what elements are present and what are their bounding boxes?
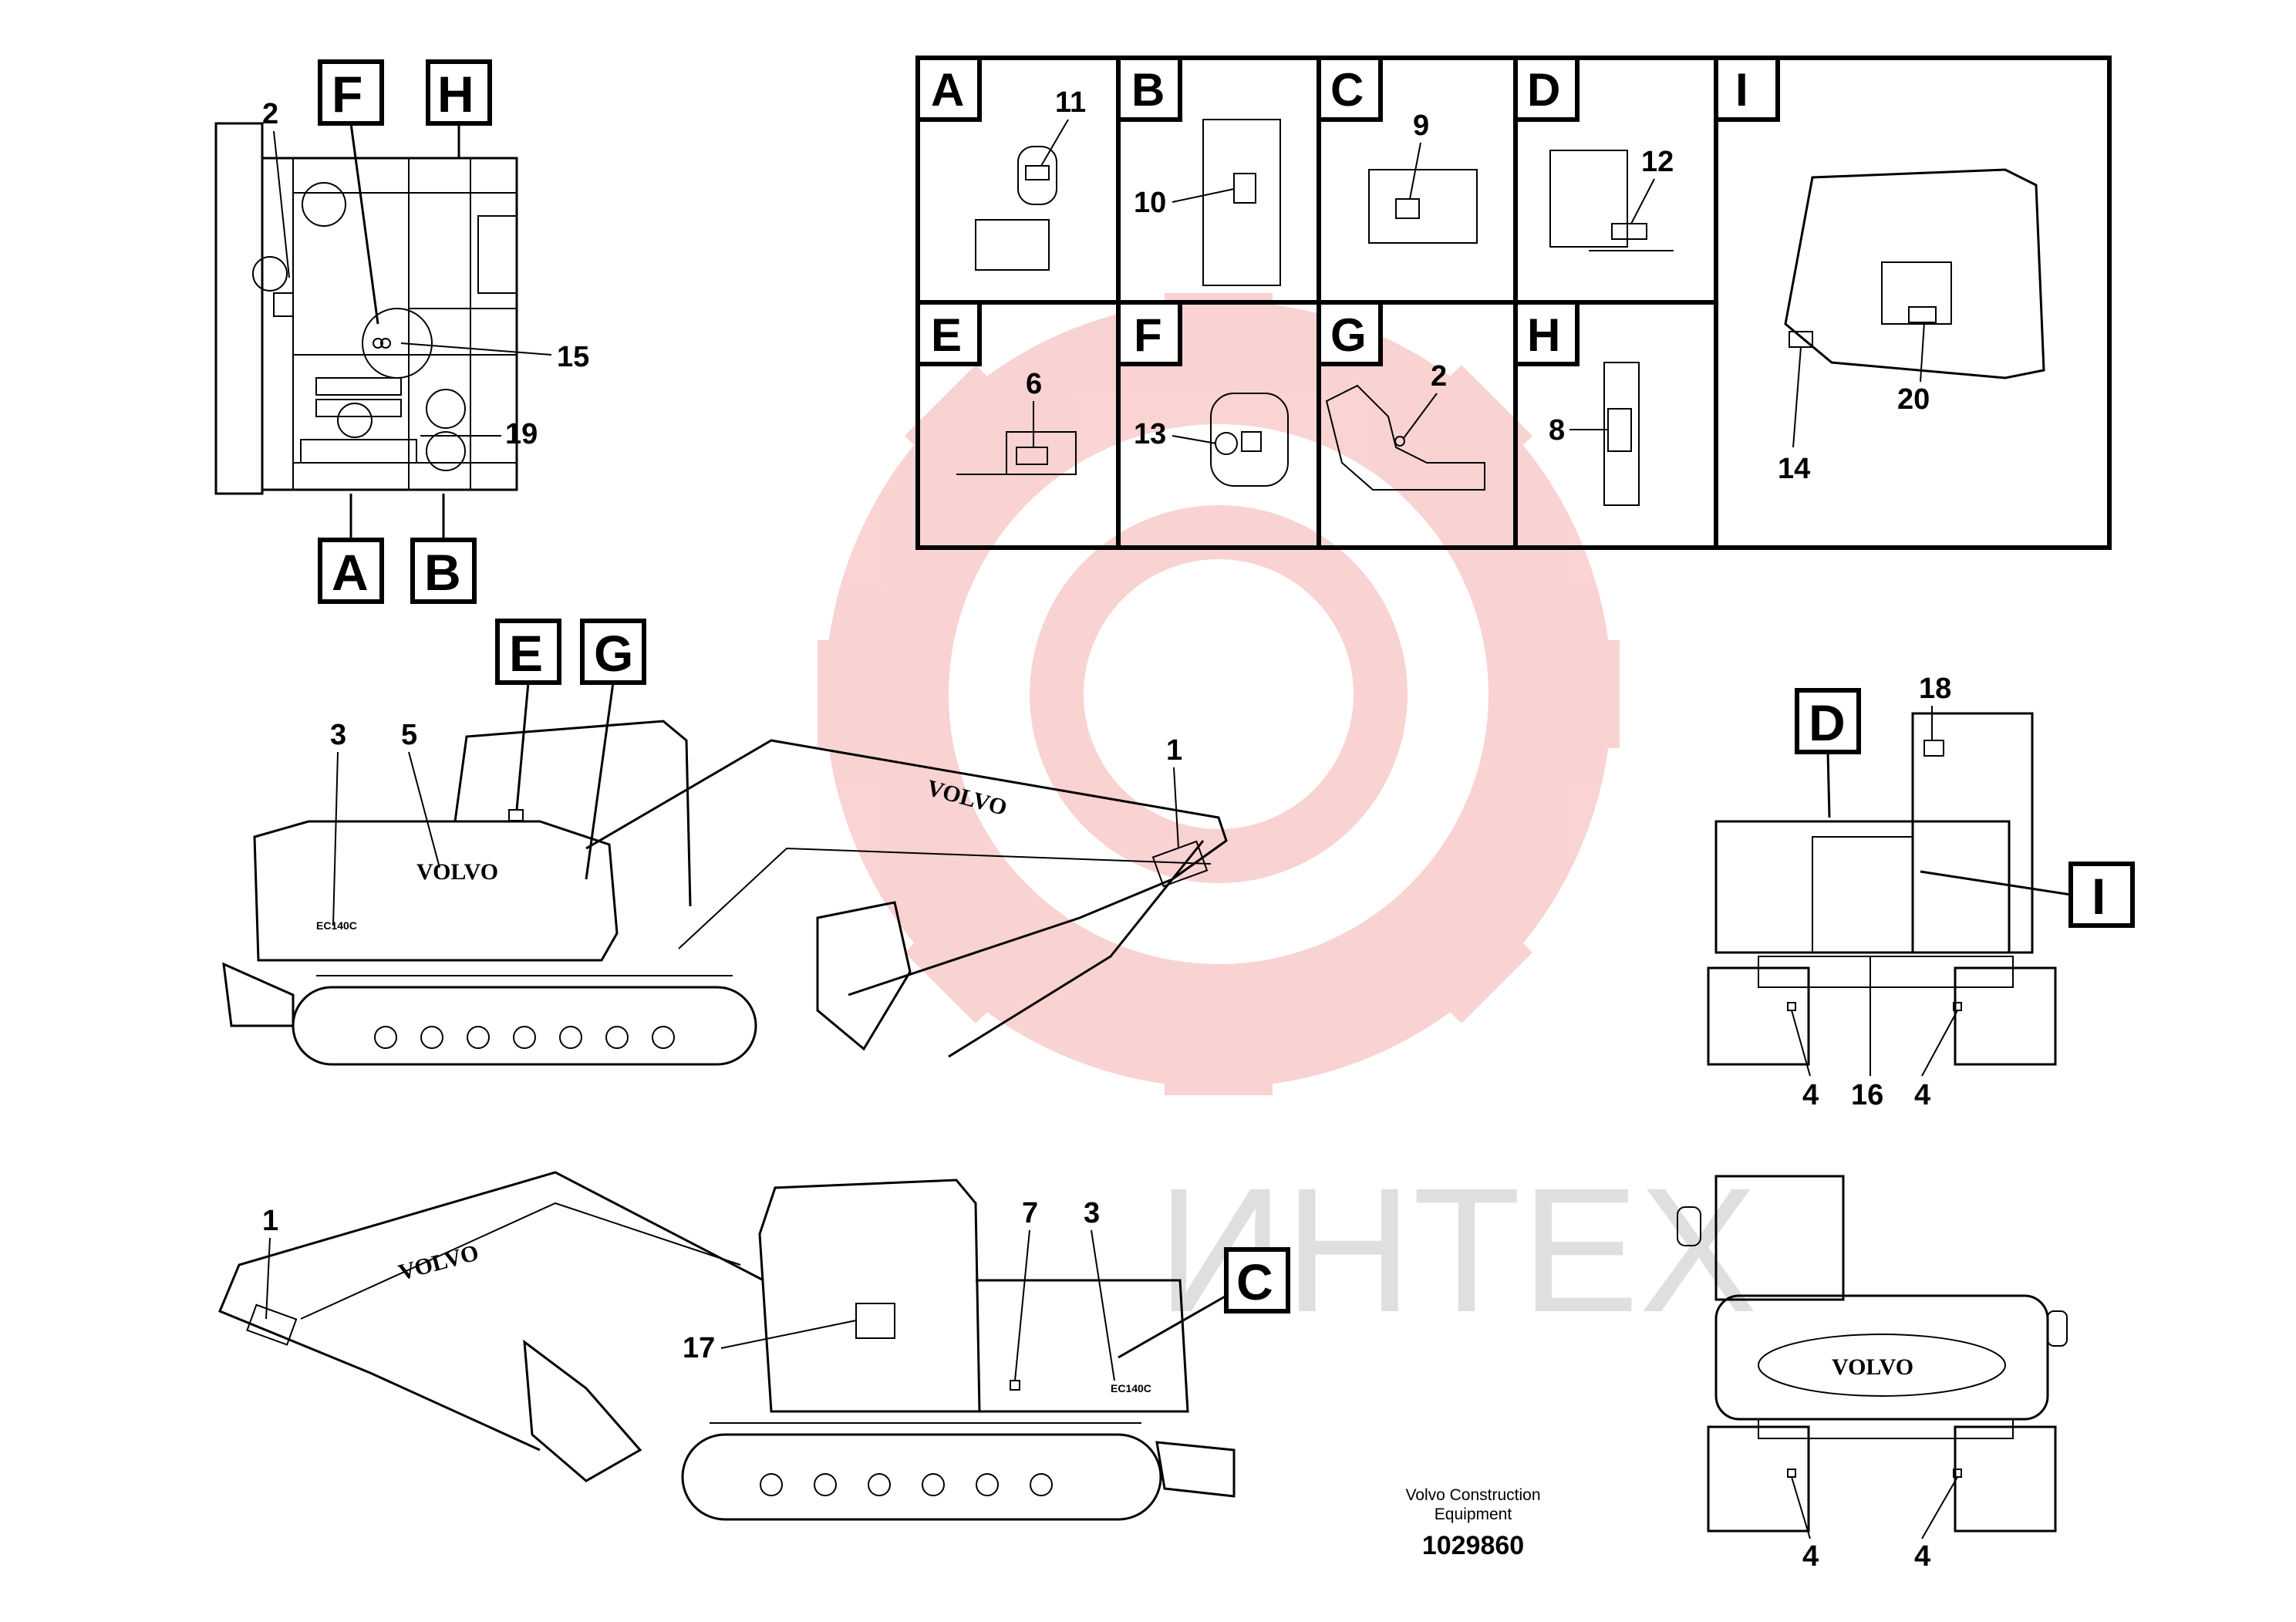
grid-label-F: F bbox=[1134, 309, 1162, 361]
detail-cell-G: G 2 bbox=[1317, 300, 1485, 491]
volvo-logo-left: VOLVO bbox=[416, 859, 498, 885]
grid-label-A: A bbox=[931, 64, 964, 116]
front-view-right-callouts: D I 18 4 16 4 bbox=[1791, 673, 2135, 1111]
part-18: 18 bbox=[1919, 673, 1951, 705]
detail-cell-E: E 6 bbox=[915, 300, 1077, 475]
rear-view-right: VOLVO bbox=[1677, 1175, 2068, 1533]
top-plan-view bbox=[214, 122, 518, 495]
part-1-bottom: 1 bbox=[262, 1205, 278, 1237]
grid-label-C: C bbox=[1330, 64, 1364, 116]
detail-cell-D: D 12 bbox=[1513, 56, 1674, 251]
grid-label-G: G bbox=[1330, 309, 1367, 361]
part-15: 15 bbox=[557, 341, 589, 373]
part-5: 5 bbox=[401, 719, 417, 751]
side-view-bottom-callouts: C 1 17 7 3 bbox=[262, 1197, 1290, 1381]
label-H-top: H bbox=[437, 66, 474, 123]
part-14: 14 bbox=[1778, 453, 1810, 485]
grid-label-B: B bbox=[1131, 64, 1165, 116]
label-B-bottom: B bbox=[424, 544, 461, 601]
plan-view-callout-boxes: F H A B bbox=[318, 59, 492, 604]
part-9: 9 bbox=[1413, 110, 1429, 142]
part-2-plan: 2 bbox=[262, 98, 278, 130]
rear-view-right-callouts: 4 4 bbox=[1791, 1476, 1958, 1573]
label-D-front: D bbox=[1809, 694, 1846, 751]
part-11: 11 bbox=[1055, 86, 1086, 119]
part-10: 10 bbox=[1134, 187, 1166, 219]
label-C-bottom: C bbox=[1236, 1253, 1273, 1310]
detail-cell-B: B 10 bbox=[1116, 56, 1281, 286]
grid-label-E: E bbox=[931, 309, 962, 361]
watermark-gear-logo bbox=[818, 293, 1620, 1095]
part-13: 13 bbox=[1134, 418, 1166, 450]
label-G-side: G bbox=[594, 625, 633, 682]
part-12: 12 bbox=[1641, 146, 1674, 178]
detail-cell-I: I 20 14 bbox=[1714, 56, 2045, 485]
model-badge-bottom: EC140C bbox=[1111, 1382, 1151, 1394]
detail-grid: A 11 B 10 C 9 D bbox=[915, 56, 2112, 550]
part-19: 19 bbox=[505, 418, 538, 450]
grid-label-H: H bbox=[1527, 309, 1560, 361]
detail-cell-H: H 8 bbox=[1513, 300, 1640, 506]
part-3-left: 3 bbox=[330, 719, 346, 751]
detail-cell-C: C 9 bbox=[1317, 56, 1478, 244]
side-view-left-callouts: E G 3 5 1 bbox=[330, 619, 1182, 926]
part-4-front-right: 4 bbox=[1914, 1079, 1930, 1111]
footer-part-number: 1029860 bbox=[1422, 1531, 1524, 1560]
footer-company-line1: Volvo Construction bbox=[1405, 1486, 1540, 1504]
part-8: 8 bbox=[1549, 414, 1565, 447]
part-20: 20 bbox=[1897, 383, 1930, 416]
plan-view-part-numbers: 2 15 19 bbox=[262, 98, 589, 450]
volvo-logo-bottom-boom: VOLVO bbox=[396, 1239, 481, 1285]
part-16: 16 bbox=[1851, 1079, 1883, 1111]
part-6: 6 bbox=[1026, 368, 1042, 400]
part-7: 7 bbox=[1022, 1197, 1038, 1229]
part-1-left: 1 bbox=[1166, 734, 1182, 767]
detail-cell-A: A 11 bbox=[915, 56, 1086, 271]
label-I-front: I bbox=[2092, 868, 2106, 925]
part-2-detail: 2 bbox=[1431, 360, 1447, 393]
part-17: 17 bbox=[683, 1332, 715, 1364]
grid-label-D: D bbox=[1527, 64, 1560, 116]
label-E-side: E bbox=[509, 625, 543, 682]
model-badge-left: EC140C bbox=[316, 919, 357, 932]
footer-company-line2: Equipment bbox=[1435, 1506, 1512, 1523]
footer-block: Volvo Construction Equipment 1029860 bbox=[1405, 1486, 1540, 1560]
part-4-front-left: 4 bbox=[1802, 1079, 1819, 1111]
front-view-right bbox=[1707, 712, 2057, 1066]
part-4-rear-right: 4 bbox=[1914, 1540, 1930, 1573]
side-view-bottom: VOLVO EC140C bbox=[218, 1171, 1236, 1521]
grid-label-I: I bbox=[1735, 64, 1748, 116]
volvo-logo-rear: VOLVO bbox=[1832, 1354, 1913, 1380]
part-3-bottom: 3 bbox=[1084, 1197, 1100, 1229]
part-4-rear-left: 4 bbox=[1802, 1540, 1819, 1573]
label-A-bottom: A bbox=[332, 544, 369, 601]
label-F-top: F bbox=[332, 66, 362, 123]
detail-cell-F: F 13 bbox=[1116, 300, 1289, 487]
